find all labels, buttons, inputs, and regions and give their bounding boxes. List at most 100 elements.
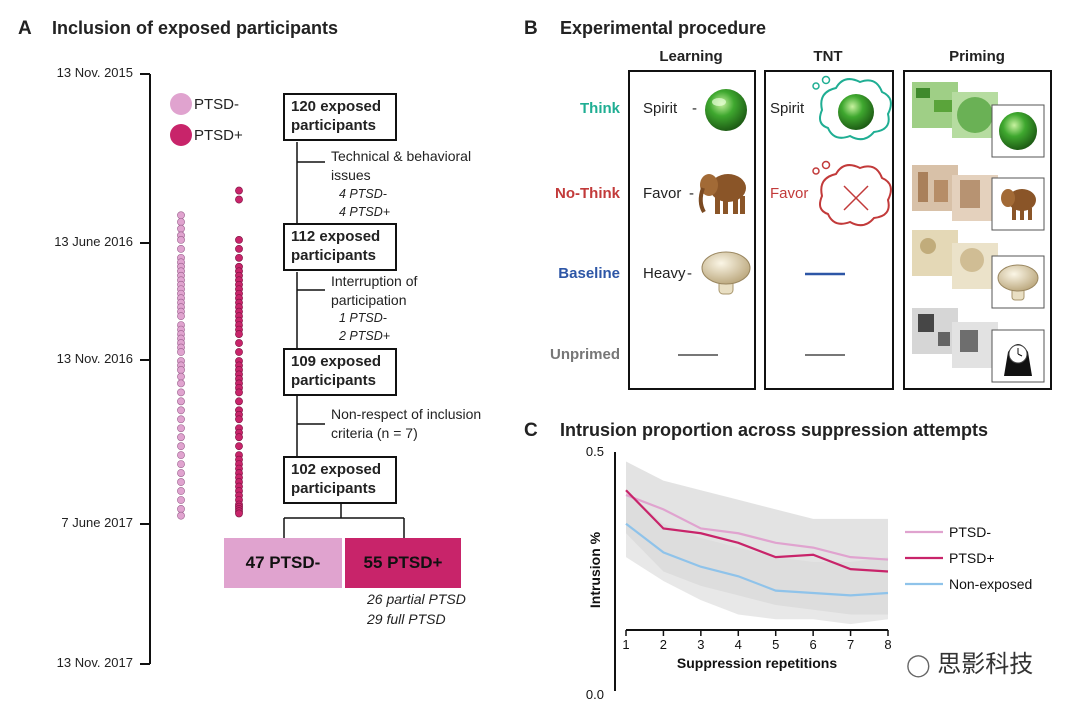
ptsd-minus-dot <box>177 211 185 220</box>
y-axis-label: Intrusion % <box>587 531 603 608</box>
exclusion-detail: 1 PTSD- <box>339 311 387 325</box>
flow-box-120: 120 exposed participants <box>283 93 397 141</box>
ptsd-minus-dot <box>177 218 185 226</box>
confidence-band <box>626 490 888 625</box>
legend-label: PTSD- <box>949 524 991 540</box>
learning-dash: - <box>692 100 697 117</box>
mushroom-image <box>701 251 751 295</box>
wechat-icon: ◯ <box>906 652 931 677</box>
ptsd-plus-dot <box>235 195 243 204</box>
condition-baseline: Baseline <box>558 265 620 282</box>
ptsd-plus-dot <box>235 253 243 262</box>
ptsd-plus-dot <box>235 509 243 518</box>
exclusion-reason: Technical & behavioral issues <box>331 148 472 183</box>
timeline-date: 13 Nov. 2015 <box>56 65 133 80</box>
panel-c-letter: C <box>524 420 538 441</box>
timeline-date: 13 Nov. 2017 <box>56 655 133 670</box>
learning-dash: - <box>689 185 694 202</box>
ptsd-plus-dot-strip <box>235 186 243 518</box>
ptsd-plus-dot <box>235 186 243 195</box>
y-tick-label: 0.0 <box>586 687 604 702</box>
x-tick-label: 6 <box>810 637 817 652</box>
x-tick-label: 5 <box>772 637 779 652</box>
tnt-panel <box>764 70 894 390</box>
x-tick-label: 8 <box>884 637 891 652</box>
group-ptsd-minus: 47 PTSD- <box>224 538 342 588</box>
ptsd-minus-dot <box>177 487 185 495</box>
legend-ptsd-plus: PTSD+ <box>170 124 243 146</box>
timeline-date: 13 Nov. 2016 <box>56 351 133 366</box>
timeline-axis <box>140 73 405 665</box>
ptsd-minus-dot <box>177 496 185 504</box>
ptsd-minus-dot <box>177 478 185 486</box>
ptsd-minus-dot <box>177 348 185 356</box>
panel-b-letter: B <box>524 18 538 39</box>
x-tick-label: 2 <box>660 637 667 652</box>
ptsd-minus-dot <box>177 511 185 520</box>
ptsd-plus-breakdown: 29 full PTSD <box>367 611 446 627</box>
x-tick-label: 7 <box>847 637 854 652</box>
series-line <box>625 522 889 597</box>
legend-label: PTSD+ <box>194 126 243 144</box>
y-tick-label: 0.5 <box>586 444 604 459</box>
ptsd-plus-dot <box>235 330 243 338</box>
condition-think: Think <box>580 100 620 117</box>
ptsd-minus-dot <box>177 372 185 381</box>
legend-label: PTSD- <box>194 95 239 113</box>
ptsd-minus-dot <box>177 379 185 388</box>
legend-label: PTSD+ <box>949 550 995 566</box>
ptsd-minus-dot <box>177 397 185 406</box>
ptsd-minus-dot <box>177 451 185 460</box>
watermark-text: 思影科技 <box>937 651 1034 678</box>
exclusion-detail: 2 PTSD+ <box>339 329 391 343</box>
ptsd-minus-dot <box>177 433 185 442</box>
ptsd-plus-dot <box>235 388 243 397</box>
ptsd-plus-dot <box>235 433 243 442</box>
x-tick-label: 3 <box>697 637 704 652</box>
series-line <box>625 493 889 561</box>
x-tick-label: 4 <box>735 637 742 652</box>
learning-dash: - <box>687 265 692 282</box>
priming-apple-stack <box>912 82 1045 158</box>
priming-elephant-stack <box>912 165 1045 231</box>
x-axis-label: Suppression repetitions <box>677 655 837 671</box>
column-header-tnt: TNT <box>813 48 843 65</box>
ptsd-plus-dot <box>235 236 243 244</box>
no-think-cloud-icon <box>812 160 892 227</box>
confidence-bands <box>626 461 888 625</box>
condition-unprimed: Unprimed <box>549 346 620 363</box>
ptsd-minus-dot <box>177 442 185 451</box>
condition-no-think: No-Think <box>555 185 620 202</box>
column-header-learning: Learning <box>659 48 723 65</box>
flow-box-109: 109 exposed participants <box>283 348 397 396</box>
exclusion-detail: 4 PTSD- <box>339 187 387 201</box>
watermark: ◯ 思影科技 <box>906 644 1033 679</box>
tnt-cue-no-think: Favor <box>770 185 809 202</box>
ptsd-plus-dot <box>235 442 243 451</box>
priming-clock-stack <box>912 308 1045 383</box>
ptsd-minus-dot <box>177 460 185 469</box>
panel-c-title: Intrusion proportion across suppression … <box>560 420 989 440</box>
ptsd-minus-dot <box>177 406 185 415</box>
chart-legend: PTSD-PTSD+Non-exposed <box>905 524 1032 592</box>
flow-box-112: 112 exposed participants <box>283 223 397 271</box>
panel-b-title: Experimental procedure <box>560 18 767 38</box>
ptsd-minus-dot <box>177 388 185 397</box>
think-cloud-icon <box>812 75 892 141</box>
green-apple-image <box>705 89 747 131</box>
learning-panel <box>628 70 756 390</box>
timeline-date: 7 June 2017 <box>61 515 133 530</box>
ptsd-plus-dot <box>235 397 243 406</box>
group-ptsd-plus: 55 PTSD+ <box>345 538 461 588</box>
priming-mushroom-stack <box>912 230 1045 309</box>
priming-panel <box>903 70 1052 390</box>
learning-cue-no-think: Favor <box>643 185 682 202</box>
learning-cue-baseline: Heavy <box>643 265 686 282</box>
exclusion-detail: 4 PTSD+ <box>339 205 391 219</box>
column-header-priming: Priming <box>949 48 1005 65</box>
ptsd-minus-dot <box>177 469 185 477</box>
ptsd-minus-dot <box>177 366 185 374</box>
ptsd-minus-dot <box>177 244 185 253</box>
